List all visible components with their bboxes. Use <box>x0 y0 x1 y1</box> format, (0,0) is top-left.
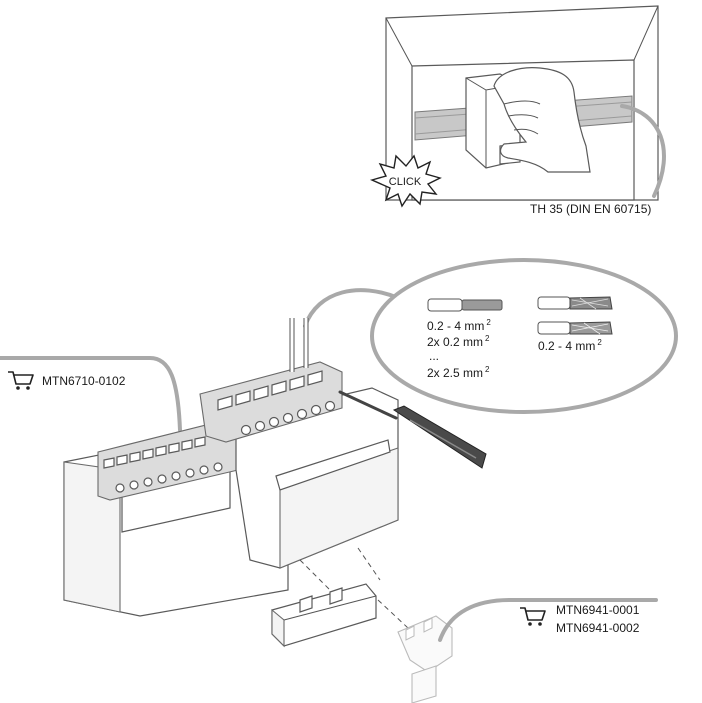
screwdriver-illustration <box>338 390 487 469</box>
svg-text:0.2 - 4 mm2: 0.2 - 4 mm2 <box>427 318 491 333</box>
product-number-plug-1: MTN6941-0001 <box>556 603 640 617</box>
superscript: 2 <box>597 338 602 347</box>
product-number-main: MTN6710-0102 <box>42 374 126 388</box>
wire-leader <box>303 288 400 328</box>
rail-leader <box>620 104 666 198</box>
svg-text:0.2 - 4 mm2: 0.2 - 4 mm2 <box>538 338 602 353</box>
hand-illustration <box>493 67 591 173</box>
superscript: 2 <box>485 365 490 374</box>
stranded-wire-icon <box>537 296 613 335</box>
product-leader <box>0 356 182 432</box>
svg-text:2x 2.5 mm2: 2x 2.5 mm2 <box>427 365 490 380</box>
wire-solid-size: 0.2 - 4 mm <box>427 319 484 333</box>
plug-leader <box>438 598 658 642</box>
wire-ellipsis: ... <box>429 349 439 363</box>
product-callout-plug: MTN6941-0001 MTN6941-0002 <box>438 598 658 642</box>
superscript: 2 <box>486 318 491 327</box>
wire-stranded-size: 0.2 - 4 mm <box>538 339 595 353</box>
solid-wire-icon <box>427 298 503 312</box>
click-label: CLICK <box>389 176 422 188</box>
wire-double-size: 2x 0.2 mm <box>427 335 483 349</box>
device-assembly <box>63 318 487 617</box>
inserted-wires <box>289 318 309 372</box>
superscript: 2 <box>485 334 490 343</box>
din-rail-inset: CLICK TH 35 (DIN EN 60715) <box>369 5 666 216</box>
click-burst: CLICK <box>369 154 442 208</box>
shopping-cart-icon <box>520 607 546 626</box>
wire-double-size-max: 2x 2.5 mm <box>427 366 483 380</box>
svg-text:2x 0.2 mm2: 2x 0.2 mm2 <box>427 334 490 349</box>
terminal-screws-left <box>115 462 223 493</box>
terminal-cover-plug <box>271 547 381 648</box>
terminal-screws-right <box>240 400 336 436</box>
terminal-slots-right <box>217 370 323 411</box>
product-callout-main: MTN6710-0102 <box>0 356 182 432</box>
product-number-plug-2: MTN6941-0002 <box>556 621 640 635</box>
shopping-cart-icon <box>8 371 34 390</box>
terminal-slots-left <box>103 436 206 469</box>
rail-label: TH 35 (DIN EN 60715) <box>530 202 651 216</box>
bus-connector <box>377 599 453 703</box>
